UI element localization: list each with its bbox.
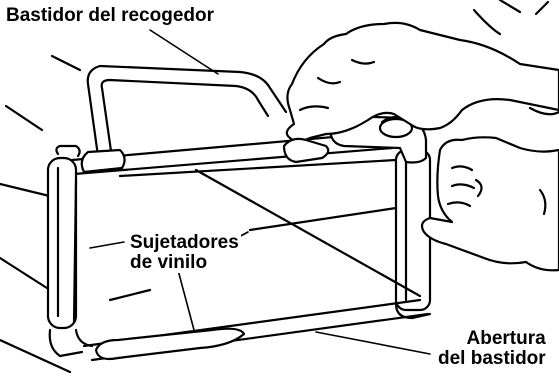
leader-frame <box>149 29 219 75</box>
frame-top-bail <box>86 64 288 160</box>
vinyl-clips-label-line1: Sujetadores <box>130 232 239 253</box>
background-lines <box>0 0 522 374</box>
frame-opening-label-line2: del bastidor <box>438 348 546 369</box>
frame-opening-label: Abertura del bastidor <box>436 329 548 369</box>
bottom-rail <box>82 298 430 362</box>
leader-clips-left <box>89 241 125 249</box>
right-hand-drawing <box>420 106 559 272</box>
left-hand-drawing <box>282 0 559 164</box>
left-roller <box>46 144 94 358</box>
vinyl-clips-label: Sujetadores de vinilo <box>128 233 241 273</box>
vinyl-clips-label-line2: de vinilo <box>130 252 208 273</box>
leader-opening <box>315 331 431 355</box>
frame-label: Bastidor del recogedor <box>6 5 214 26</box>
vinyl-sheet <box>72 158 422 324</box>
leader-clips-bottom <box>177 269 195 331</box>
frame-opening-label-line1: Abertura <box>466 328 546 349</box>
